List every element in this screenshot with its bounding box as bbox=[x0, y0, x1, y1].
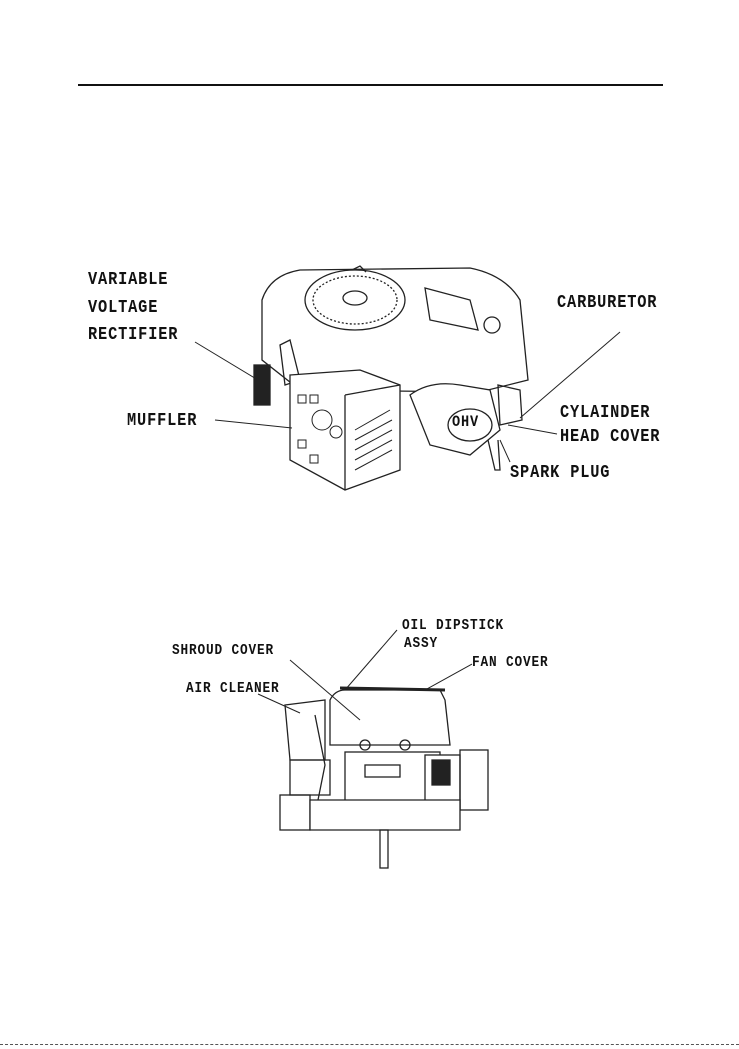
ohv-logo: OHV bbox=[452, 413, 480, 431]
label-cylinder-head-cover-2: HEAD COVER bbox=[560, 427, 661, 447]
page-edge-dashed-line bbox=[0, 1044, 739, 1045]
label-shroud-cover: SHROUD COVER bbox=[172, 642, 275, 659]
label-cylinder-head-cover-1: CYLAINDER bbox=[560, 403, 651, 423]
label-carburetor: CARBURETOR bbox=[557, 293, 658, 313]
label-air-cleaner: AIR CLEANER bbox=[186, 680, 280, 697]
label-fan-cover: FAN COVER bbox=[472, 654, 549, 671]
label-muffler: MUFFLER bbox=[127, 411, 198, 431]
header-rule bbox=[78, 84, 663, 86]
label-spark-plug: SPARK PLUG bbox=[510, 463, 611, 483]
label-variable-voltage-rectifier-2: VOLTAGE bbox=[88, 298, 159, 318]
label-oil-dipstick-2: ASSY bbox=[404, 635, 439, 652]
label-variable-voltage-rectifier-3: RECTIFIER bbox=[88, 325, 179, 345]
label-oil-dipstick-1: OIL DIPSTICK bbox=[402, 617, 505, 634]
label-variable-voltage-rectifier-1: VARIABLE bbox=[88, 270, 169, 290]
